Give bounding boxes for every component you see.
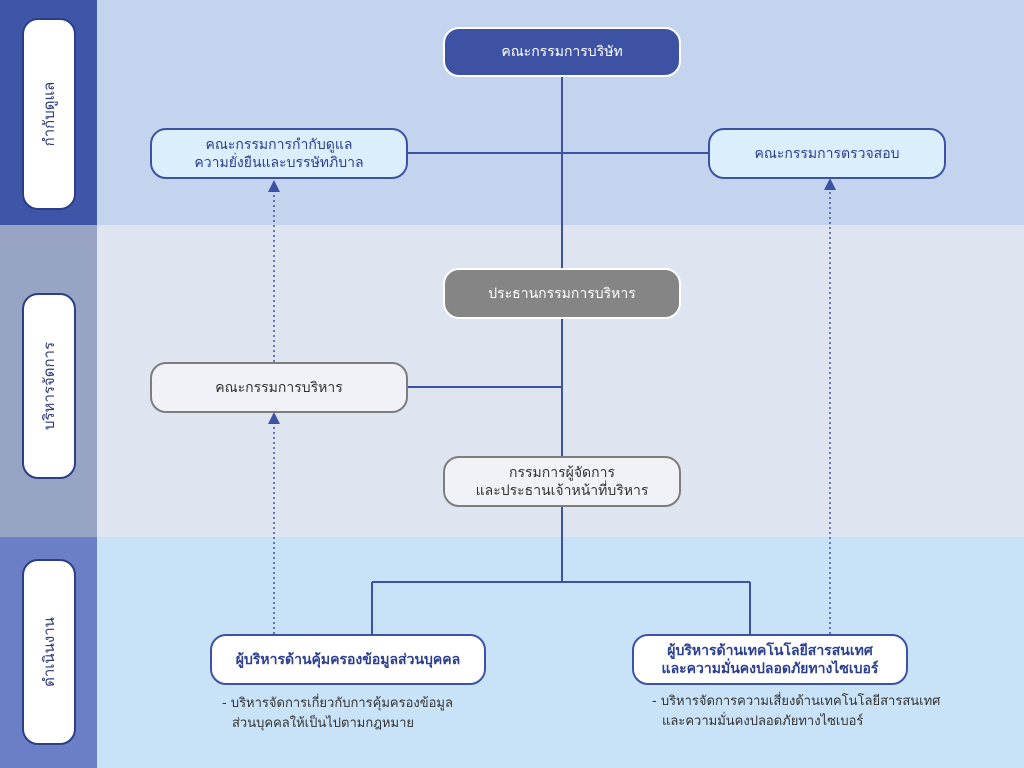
dpo-note-line1: - บริหารจัดการเกี่ยวกับการคุ้มครองข้อมูล: [222, 696, 453, 711]
executive-committee-label: คณะกรรมการบริหาร: [215, 379, 343, 396]
dpo-label: ผู้บริหารด้านคุ้มครองข้อมูลส่วนบุคคล: [235, 651, 461, 668]
managing-director-line1: กรรมการผู้จัดการ: [509, 464, 615, 481]
dpo-note: - บริหารจัดการเกี่ยวกับการคุ้มครองข้อมูล…: [222, 694, 453, 734]
governance-committee-line1: คณะกรรมการกำกับดูแล: [205, 136, 353, 153]
audit-committee-node: คณะกรรมการตรวจสอบ: [708, 128, 946, 179]
ciso-note-line2: และความมั่นคงปลอดภัยทางไซเบอร์: [662, 714, 864, 729]
governance-committee-line2: ความยั่งยืนและบรรษัทภิบาล: [194, 154, 364, 171]
operation-level-label: ดำเนินงาน: [22, 559, 76, 745]
dpo-node: ผู้บริหารด้านคุ้มครองข้อมูลส่วนบุคคล: [210, 634, 486, 685]
ciso-node: ผู้บริหารด้านเทคโนโลยีสารสนเทศ และความมั…: [632, 634, 908, 685]
managing-director-node: กรรมการผู้จัดการ และประธานเจ้าหน้าที่บริ…: [443, 456, 681, 507]
operation-sidebar: ดำเนินงาน: [0, 537, 97, 768]
management-level-label: บริหารจัดการ: [22, 293, 76, 479]
board-node: คณะกรรมการบริษัท: [443, 27, 681, 77]
management-sidebar: บริหารจัดการ: [0, 225, 97, 537]
board-label: คณะกรรมการบริษัท: [501, 44, 623, 60]
governance-committee-node: คณะกรรมการกำกับดูแล ความยั่งยืนและบรรษัท…: [150, 128, 408, 179]
ciso-line1: ผู้บริหารด้านเทคโนโลยีสารสนเทศ: [667, 642, 873, 659]
governance-level-label: กำกับดูแล: [22, 18, 76, 210]
dpo-note-line2: ส่วนบุคคลให้เป็นไปตามกฎหมาย: [232, 716, 414, 731]
governance-sidebar: กำกับดูแล: [0, 0, 97, 225]
ciso-line2: และความมั่นคงปลอดภัยทางไซเบอร์: [661, 660, 879, 677]
executive-committee-node: คณะกรรมการบริหาร: [150, 362, 408, 413]
ciso-note-line1: - บริหารจัดการความเสี่ยงด้านเทคโนโลยีสาร…: [652, 694, 941, 709]
managing-director-line2: และประธานเจ้าหน้าที่บริหาร: [475, 482, 649, 499]
executive-chairman-label: ประธานกรรมการบริหาร: [488, 285, 636, 302]
audit-committee-label: คณะกรรมการตรวจสอบ: [754, 145, 900, 162]
ciso-note: - บริหารจัดการความเสี่ยงด้านเทคโนโลยีสาร…: [652, 692, 940, 732]
executive-chairman-node: ประธานกรรมการบริหาร: [443, 268, 681, 319]
